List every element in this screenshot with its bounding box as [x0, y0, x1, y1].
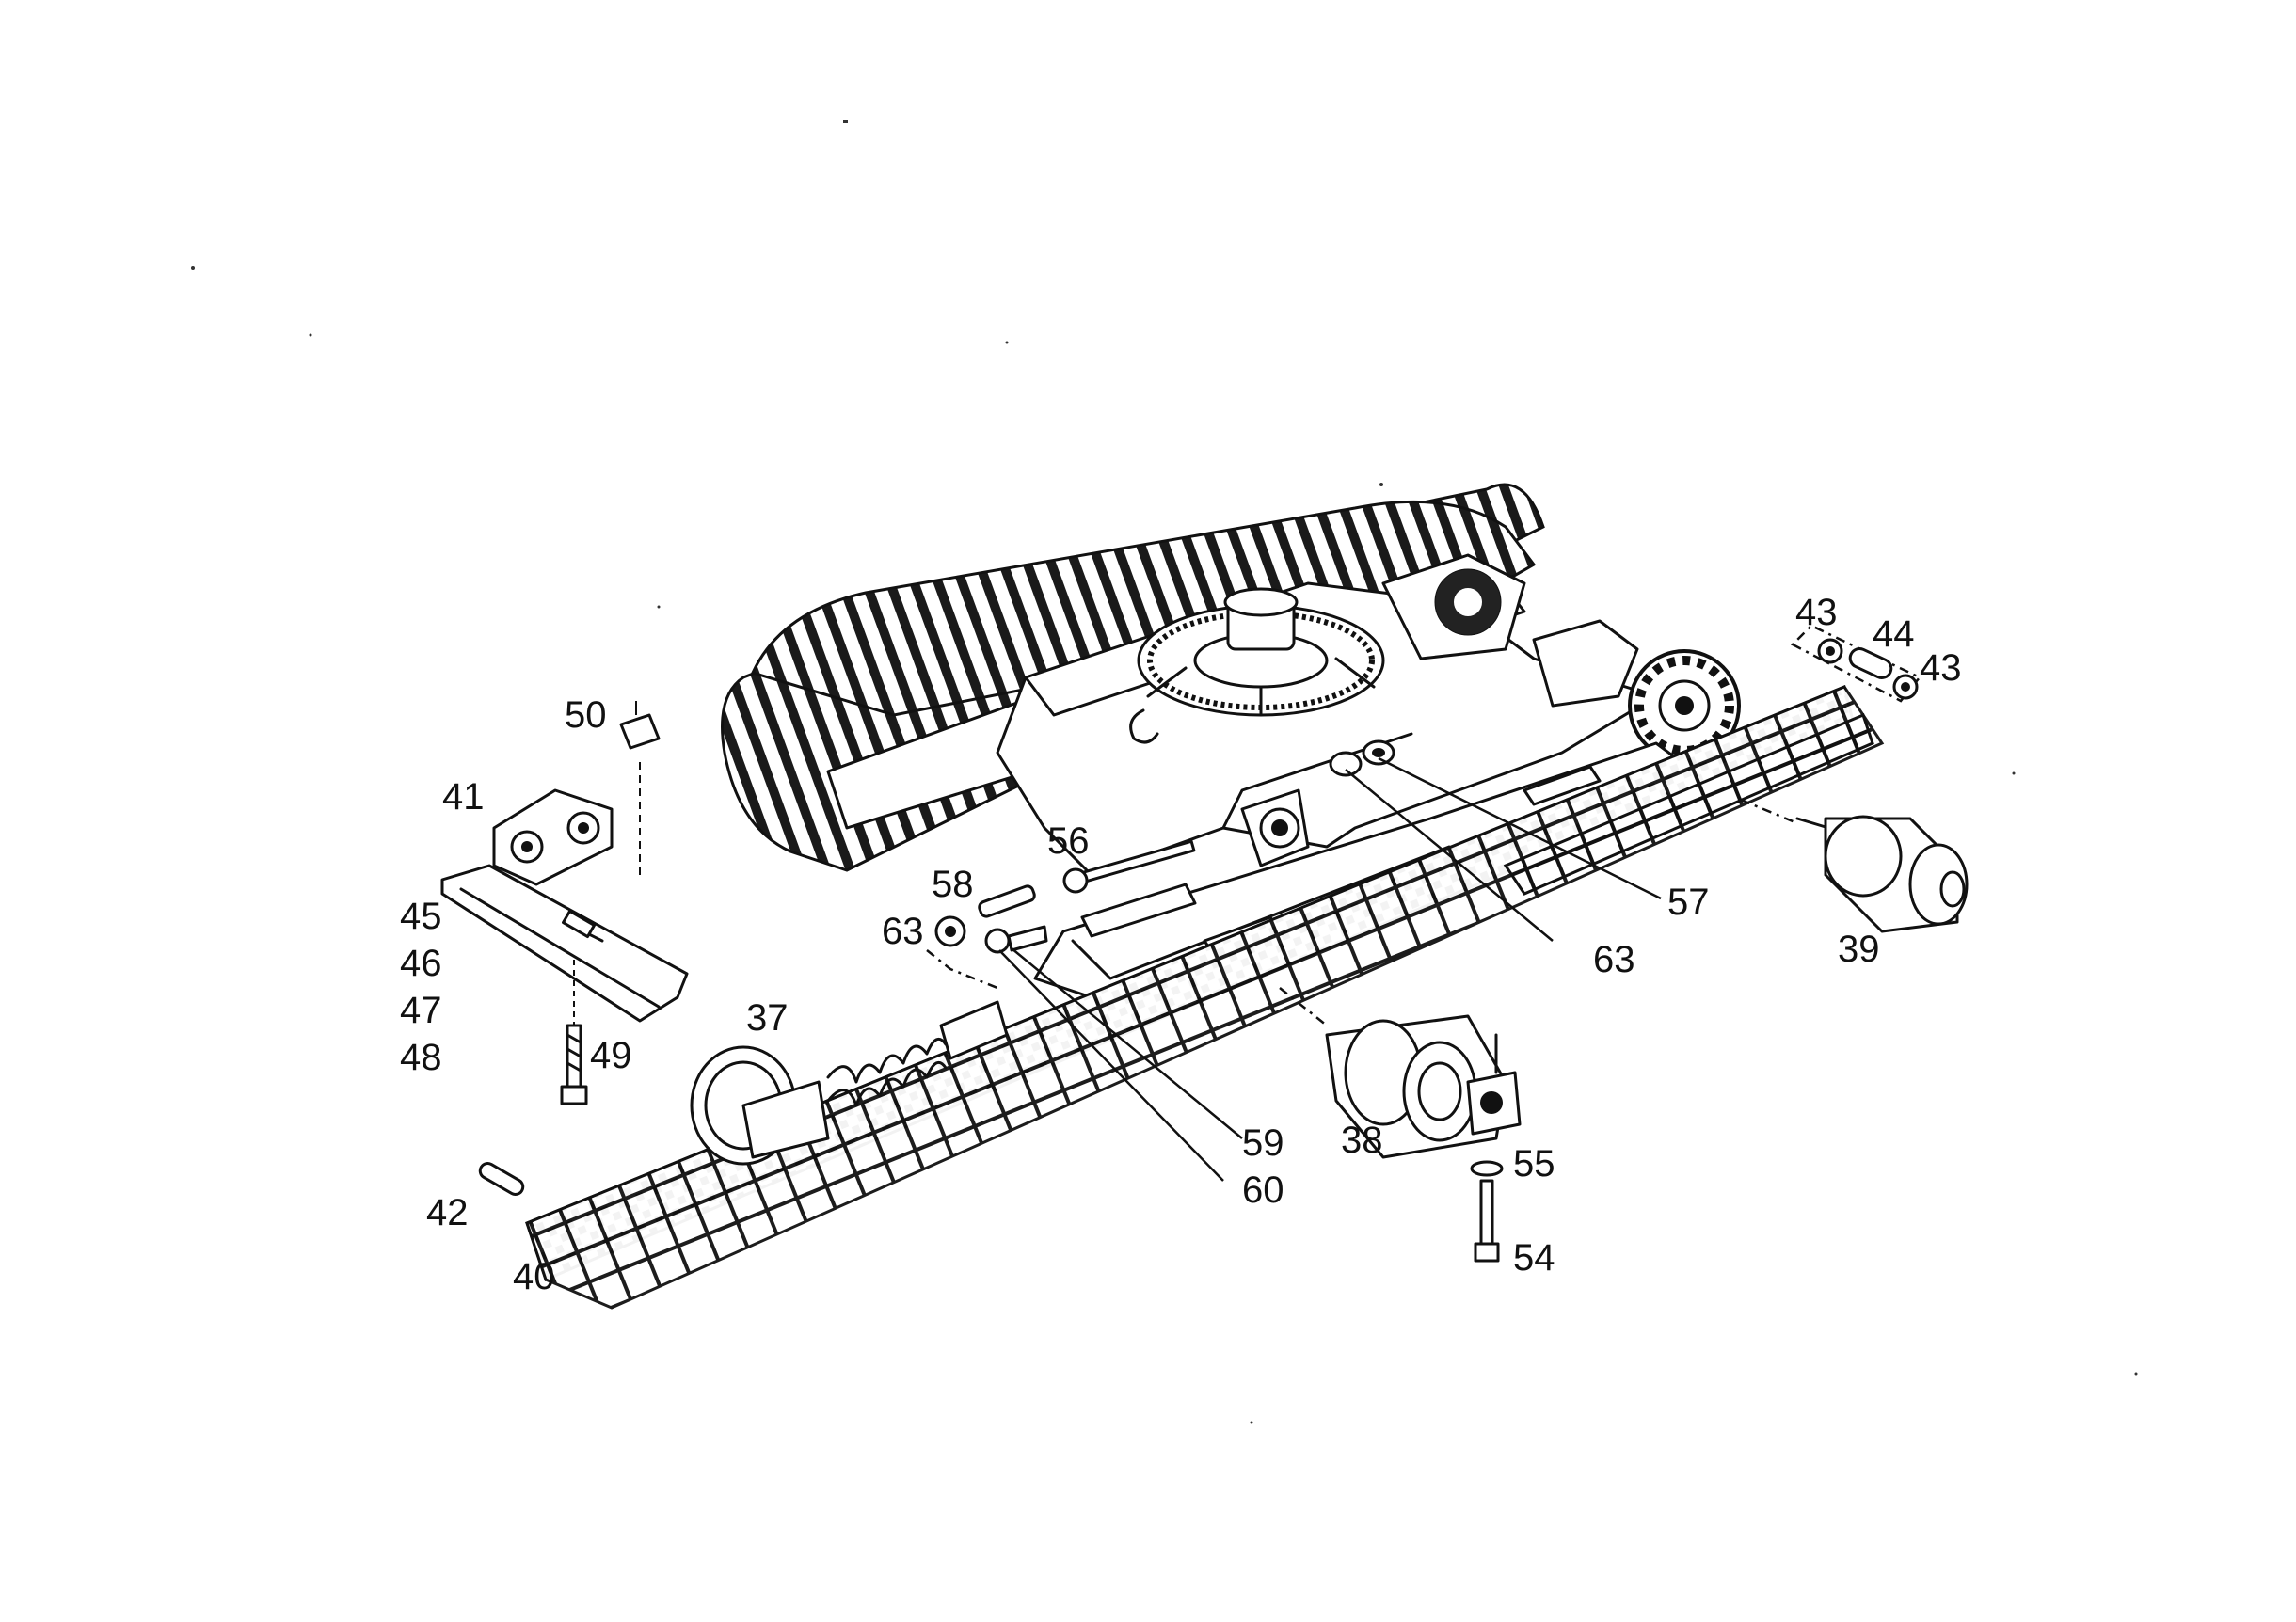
- part-63-washer-left: [926, 915, 998, 990]
- callout-49: 49: [590, 1035, 632, 1076]
- part-38-track-roller: [1325, 1014, 1522, 1159]
- callout-47: 47: [400, 990, 442, 1031]
- swing-bearing: [1129, 587, 1385, 744]
- paper-specks: [191, 120, 2138, 1424]
- recoil-spring: [826, 1000, 1009, 1107]
- callout-46: 46: [400, 943, 442, 984]
- sprocket: [1628, 649, 1741, 762]
- hook-shape: [1129, 708, 1159, 744]
- part-63-washer-right: [1329, 739, 1395, 777]
- part-43-44-pin-set: [1790, 624, 1921, 703]
- callout-labels: 37 38 39 40 41 42 43 43 44 45 46 47 48 4…: [400, 592, 1962, 1297]
- callout-63-right: 63: [1593, 939, 1635, 980]
- callout-39: 39: [1838, 929, 1880, 970]
- callout-48: 48: [400, 1037, 442, 1078]
- leader-lines: [998, 756, 1662, 1182]
- callout-59: 59: [1242, 1122, 1284, 1164]
- part-42-pin: [478, 1162, 525, 1196]
- adjuster-block: [1240, 788, 1310, 867]
- near-frame-edge: [1071, 845, 1451, 980]
- part-59-60-fittings: [984, 925, 1048, 954]
- far-track-top: [750, 500, 1537, 717]
- callout-42: 42: [426, 1192, 469, 1233]
- roller-dash-line: [1279, 798, 1798, 1026]
- undercarriage-assembly: [525, 483, 1885, 1310]
- callout-54: 54: [1513, 1237, 1555, 1279]
- part-39-roller: [1795, 815, 1969, 933]
- part-41-track-link: [492, 762, 641, 886]
- callout-43-right: 43: [1920, 647, 1962, 689]
- track-extension: [1503, 712, 1874, 896]
- callout-43-left: 43: [1795, 592, 1838, 633]
- callout-40: 40: [513, 1256, 555, 1297]
- part-54-55-bolt-washer: [1470, 1160, 1504, 1263]
- callout-38: 38: [1341, 1120, 1383, 1161]
- callout-58: 58: [932, 864, 974, 905]
- callout-55: 55: [1513, 1143, 1555, 1185]
- part-45-48-track-shoe: [440, 864, 689, 1023]
- part-37-idler: [690, 1000, 1009, 1166]
- drive-motor: [1381, 553, 1639, 708]
- part-56-tie-bolt: [1062, 839, 1196, 894]
- callout-41: 41: [442, 776, 485, 818]
- near-track-shoes: [525, 685, 1885, 1310]
- callout-57: 57: [1667, 882, 1710, 923]
- callout-60: 60: [1242, 1169, 1284, 1211]
- callout-44: 44: [1873, 613, 1915, 655]
- callout-56: 56: [1047, 820, 1090, 862]
- callout-50: 50: [565, 694, 607, 736]
- callout-37: 37: [746, 997, 789, 1039]
- callout-63-left: 63: [882, 911, 924, 952]
- part-58-bolt: [978, 884, 1036, 918]
- part-49-bolt: [560, 960, 588, 1105]
- part-50-nut: [619, 701, 661, 750]
- callout-45: 45: [400, 896, 442, 937]
